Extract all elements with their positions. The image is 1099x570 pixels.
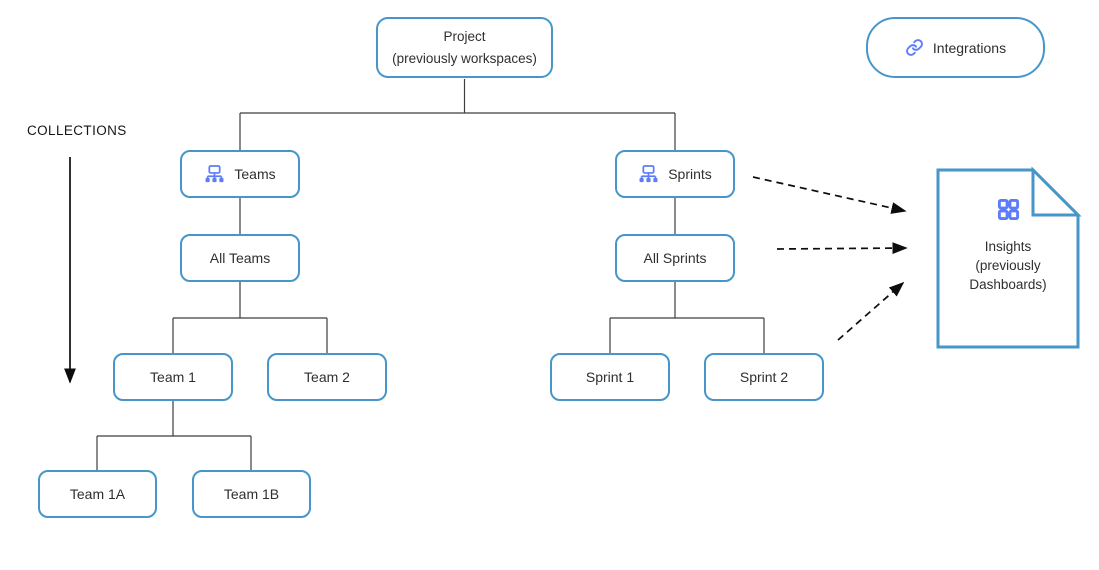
team-1-label: Team 1 bbox=[150, 369, 196, 385]
insights-label-line3: Dashboards) bbox=[969, 277, 1047, 293]
node-all-teams: All Teams bbox=[180, 234, 300, 282]
insights-document-shape bbox=[936, 166, 1082, 349]
link-icon bbox=[905, 38, 924, 57]
node-integrations: Integrations bbox=[866, 17, 1045, 78]
all-sprints-label: All Sprints bbox=[643, 250, 707, 266]
team-1a-label: Team 1A bbox=[69, 486, 126, 502]
node-insights: Insights (previously Dashboards) bbox=[938, 170, 1078, 347]
project-label-line2: (previously workspaces) bbox=[392, 50, 537, 66]
org-chart-icon bbox=[638, 164, 659, 184]
node-team-2: Team 2 bbox=[267, 353, 387, 401]
node-all-sprints: All Sprints bbox=[615, 234, 735, 282]
insights-label-line2: (previously bbox=[975, 258, 1041, 274]
dashed-arrow-sprints-to-insights bbox=[752, 176, 907, 214]
team-2-label: Team 2 bbox=[304, 369, 350, 385]
all-teams-label: All Teams bbox=[209, 250, 271, 266]
node-sprint-1: Sprint 1 bbox=[550, 353, 670, 401]
org-chart-icon bbox=[204, 164, 225, 184]
sprints-label: Sprints bbox=[668, 166, 712, 182]
dashed-arrow-all-sprints-to-insights bbox=[776, 242, 908, 255]
collections-label: COLLECTIONS bbox=[27, 123, 127, 138]
sprint-1-label: Sprint 1 bbox=[585, 369, 635, 385]
dashed-arrow-sprint2-to-insights bbox=[837, 281, 905, 341]
node-teams: Teams bbox=[180, 150, 300, 198]
node-sprint-2: Sprint 2 bbox=[704, 353, 824, 401]
grid-icon bbox=[997, 198, 1020, 226]
node-sprints: Sprints bbox=[615, 150, 735, 198]
node-team-1: Team 1 bbox=[113, 353, 233, 401]
node-team-1b: Team 1B bbox=[192, 470, 311, 518]
node-team-1a: Team 1A bbox=[38, 470, 157, 518]
insights-label-line1: Insights bbox=[984, 239, 1032, 254]
node-project: Project (previously workspaces) bbox=[376, 17, 553, 78]
team-1b-label: Team 1B bbox=[223, 486, 280, 502]
teams-label: Teams bbox=[234, 166, 276, 182]
project-label-line1: Project bbox=[443, 28, 486, 44]
sprint-2-label: Sprint 2 bbox=[739, 369, 789, 385]
integrations-label: Integrations bbox=[932, 39, 1007, 56]
